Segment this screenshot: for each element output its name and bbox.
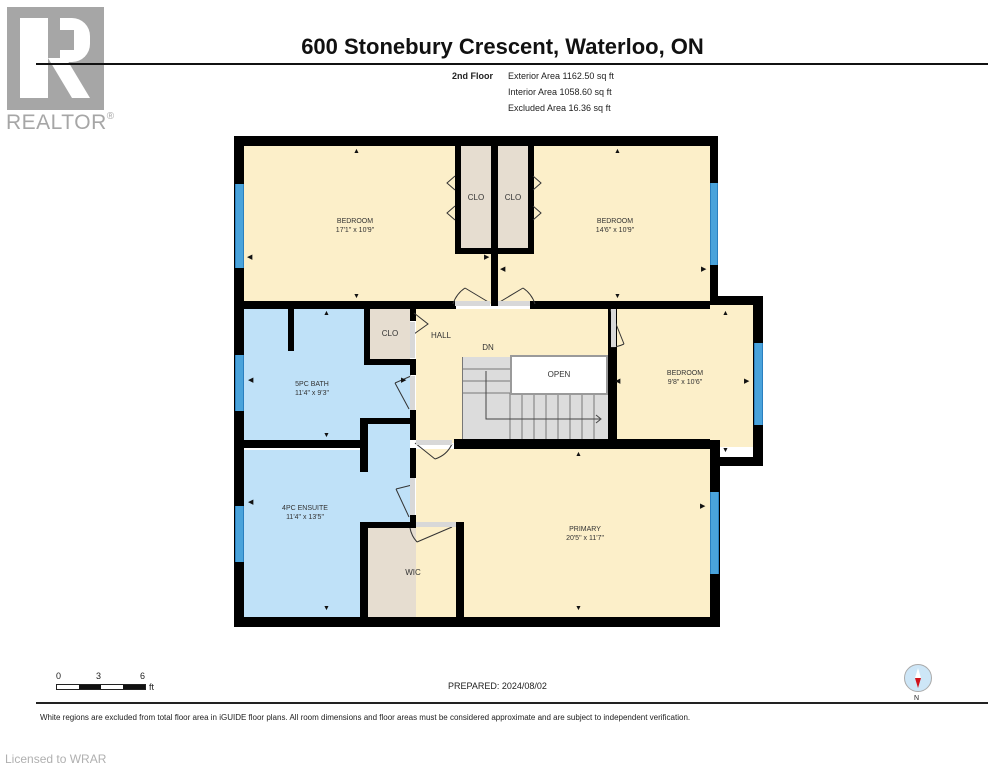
window-ensuite: [235, 506, 244, 562]
realtor-logo-bowl-inner: [60, 30, 74, 50]
wall-bed1-bottom: [244, 301, 456, 309]
closet-3-label: CLO: [381, 329, 399, 338]
window-bed3: [754, 343, 763, 425]
disclaimer: White regions are excluded from total fl…: [40, 713, 691, 722]
down-label: DN: [482, 343, 494, 352]
scale-unit: ft: [149, 682, 155, 692]
dim-arrow: ▼: [722, 447, 729, 454]
dim-arrow: ▼: [323, 432, 330, 439]
page-title: 600 Stonebury Crescent, Waterloo, ON: [301, 34, 704, 59]
dim-arrow: ▲: [323, 310, 330, 317]
dim-arrow: ◀: [248, 499, 254, 506]
wall-bed3-bottom: [710, 457, 763, 466]
dim-arrow: ◀: [615, 378, 621, 385]
dim-arrow: ▼: [614, 293, 621, 300]
wall-wic-right: [456, 522, 464, 620]
wall-top: [234, 136, 718, 146]
wall-hall-left-b: [410, 359, 416, 375]
closet-1-label: CLO: [467, 193, 485, 202]
dim-arrow: ◀: [248, 377, 254, 384]
wall-vestibule-top: [360, 418, 416, 424]
closet-2: [498, 146, 528, 250]
dim-arrow: ▶: [700, 503, 706, 510]
wall-primary-top: [454, 439, 710, 449]
closet-1: [461, 146, 491, 250]
realtor-logo-text: REALTOR®: [6, 111, 115, 134]
interior-area: Interior Area 1058.60 sq ft: [508, 87, 612, 97]
exterior-area: Exterior Area 1162.50 sq ft: [508, 71, 614, 81]
wall-bath-stub: [288, 309, 294, 351]
realtor-logo-leg: [48, 58, 90, 98]
dim-arrow: ▶: [701, 266, 707, 273]
dim-arrow: ◀: [500, 266, 506, 273]
wall-hall-right: [608, 305, 617, 447]
prepared-date: PREPARED: 2024/08/02: [448, 681, 547, 691]
hall-label: HALL: [430, 331, 451, 340]
wall-bottom: [234, 617, 720, 627]
wall-hall-left-a: [410, 309, 416, 321]
wall-closet3-bottom: [364, 359, 416, 365]
wall-closet-left: [455, 146, 461, 252]
wall-closet-divider: [491, 146, 498, 306]
wall-vestibule-left: [360, 418, 368, 472]
dim-arrow: ▲: [614, 148, 621, 155]
dim-arrow: ▲: [353, 148, 360, 155]
stair-treads: [462, 357, 602, 439]
dim-arrow: ▼: [575, 605, 582, 612]
dim-arrow: ▼: [353, 293, 360, 300]
compass-north-label: N: [914, 695, 920, 702]
ensuite-vestibule: [368, 424, 410, 454]
window-bath: [235, 355, 244, 411]
footer-divider: [36, 702, 988, 704]
open-to-below: OPEN: [510, 355, 608, 395]
wall-wic-left: [360, 522, 368, 620]
title-divider: [36, 63, 988, 65]
compass-needle-icon: [915, 668, 921, 688]
wall-bed2-bottom: [530, 301, 710, 309]
dim-arrow: ▶: [744, 378, 750, 385]
dim-arrow: ◀: [247, 254, 253, 261]
floor-label: 2nd Floor: [452, 71, 493, 81]
dim-arrow: ▶: [401, 377, 407, 384]
window-primary: [710, 492, 719, 574]
wall-ensuite-right-a: [410, 448, 416, 478]
closet-2-label: CLO: [504, 193, 522, 202]
license-watermark: Licensed to WRAR: [5, 752, 107, 766]
dim-arrow: ▲: [722, 310, 729, 317]
dim-arrow: ▼: [323, 605, 330, 612]
primary-bedroom-fill: [416, 449, 710, 617]
wall-closet-right: [528, 146, 534, 254]
wall-ensuite-right-b: [410, 515, 416, 527]
window-bed2: [710, 183, 718, 265]
excluded-area: Excluded Area 16.36 sq ft: [508, 103, 611, 113]
wall-wic-top: [360, 522, 416, 528]
dim-arrow: ▶: [484, 254, 490, 261]
scale-bar: [56, 684, 146, 690]
realtor-logo-stem: [20, 18, 48, 98]
wall-closet3-left: [364, 309, 370, 365]
wall-bath-bottom: [244, 440, 368, 448]
dim-arrow: ▲: [575, 451, 582, 458]
wic-label: WIC: [405, 568, 421, 577]
bedroom-3-fill: [617, 305, 753, 447]
wall-hall-left-c: [410, 410, 416, 440]
closet-3: [370, 309, 410, 359]
wall-bed3-top: [710, 296, 763, 305]
window-bed1: [235, 184, 244, 268]
